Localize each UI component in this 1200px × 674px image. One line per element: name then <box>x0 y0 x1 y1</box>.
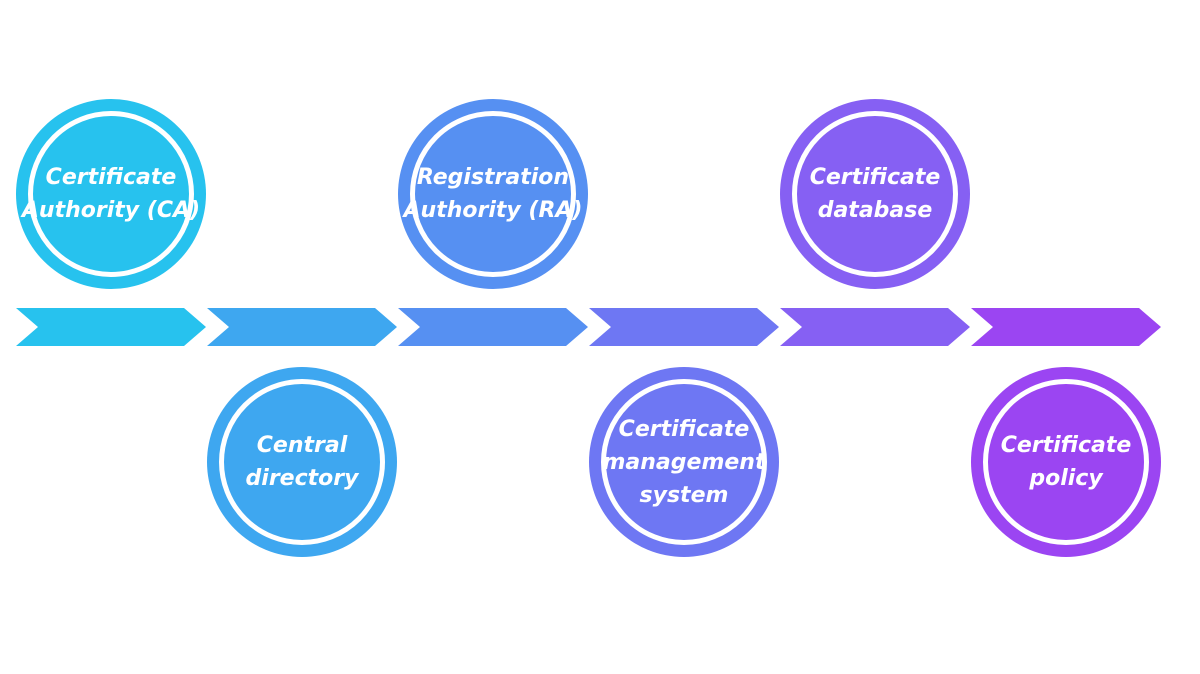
node-certificate-policy: Certificate policy <box>971 367 1161 557</box>
node-label: Certificate database <box>809 165 941 223</box>
node-label: Certificate management system <box>602 416 766 508</box>
chevron-segment-2 <box>207 308 397 346</box>
node-label: Central directory <box>245 433 359 491</box>
node-ring <box>792 111 958 277</box>
chevron-segment-1 <box>16 308 206 346</box>
chevron-segment-5 <box>780 308 970 346</box>
node-certificate-database: Certificate database <box>780 99 970 289</box>
node-label: Certificate Authority (CA) <box>21 165 201 223</box>
node-registration-authority: Registration Authority (RA) <box>398 99 588 289</box>
node-certificate-management-system: Certificate management system <box>589 367 779 557</box>
chevron-segment-4 <box>589 308 779 346</box>
node-label: Certificate policy <box>1000 433 1132 491</box>
node-ring <box>219 379 385 545</box>
node-ring <box>601 379 767 545</box>
node-central-directory: Central directory <box>207 367 397 557</box>
node-ring <box>410 111 576 277</box>
node-ring <box>28 111 194 277</box>
chevron-segment-3 <box>398 308 588 346</box>
node-certificate-authority: Certificate Authority (CA) <box>16 99 206 289</box>
timeline-arrow-band <box>16 308 1161 346</box>
chevron-segment-6 <box>971 308 1161 346</box>
node-ring <box>983 379 1149 545</box>
node-label: Registration Authority (RA) <box>403 165 583 223</box>
